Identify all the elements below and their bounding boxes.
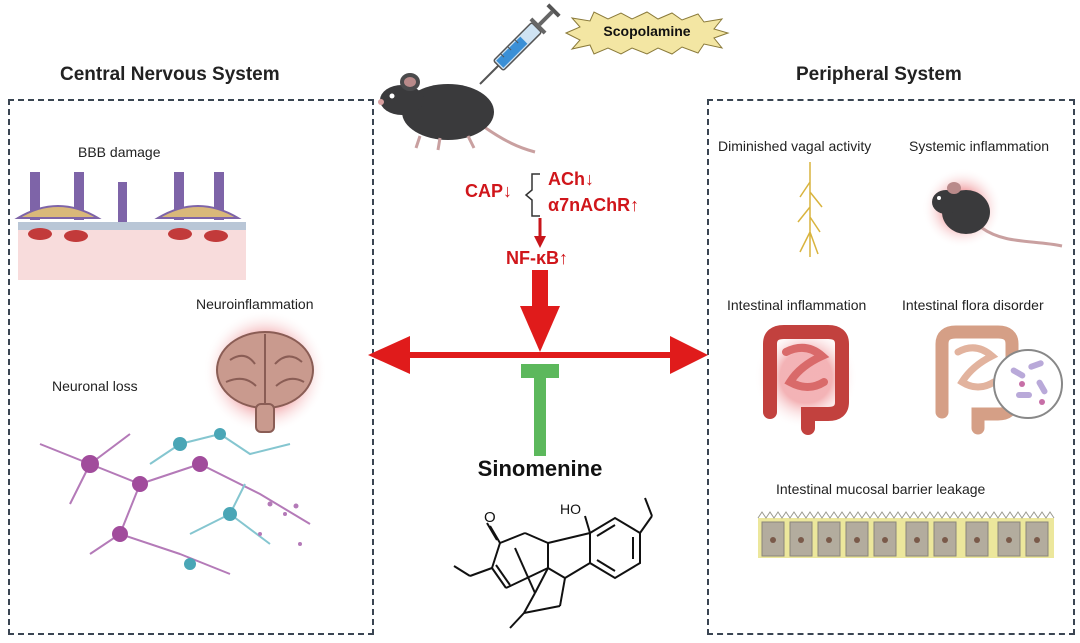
systemic-inflammation-label: Systemic inflammation (909, 138, 1050, 154)
neurons-illustration (39, 428, 311, 575)
peripheral-title: Peripheral System (796, 64, 962, 85)
mouse-icon (378, 73, 536, 154)
neuroinflammation-label: Neuroinflammation (196, 296, 314, 312)
scopolamine-burst (564, 11, 730, 55)
hydroxyl-label: HO (560, 501, 581, 517)
vagal-label: Diminished vagal activity (718, 138, 872, 154)
sinomenine-label: Sinomenine (477, 456, 603, 481)
peripheral-panel (707, 99, 1075, 635)
barrier-leakage-label: Intestinal mucosal barrier leakage (776, 481, 986, 497)
neuronal-loss-label: Neuronal loss (52, 378, 138, 394)
inflamed-mouse-icon (922, 168, 1063, 248)
sinomenine-structure: O HO (453, 497, 653, 629)
scopolamine-label: Scopolamine (603, 23, 691, 39)
ach-label: ACh↓ (548, 169, 594, 189)
inflamed-intestine-icon (754, 325, 858, 435)
cns-title: Central Nervous System (60, 64, 280, 85)
nfkb-label: NF-κB↑ (506, 248, 569, 268)
syringe-icon (479, 3, 561, 85)
flora-intestine-icon (935, 325, 1063, 435)
bbb-label: BBB damage (78, 144, 161, 160)
vagus-nerve-icon (797, 162, 823, 257)
mucosal-barrier-illustration (757, 511, 1055, 558)
bbb-damage-illustration (14, 172, 246, 280)
flora-disorder-label: Intestinal flora disorder (902, 297, 1044, 313)
cap-label: CAP↓ (465, 181, 513, 201)
brain-icon (203, 310, 327, 434)
intestinal-inflammation-label: Intestinal inflammation (727, 297, 867, 313)
a7nachr-label: α7nAChR↑ (548, 195, 640, 215)
ketone-o: O (484, 509, 496, 526)
bracket (524, 173, 540, 217)
cns-panel (8, 99, 374, 635)
